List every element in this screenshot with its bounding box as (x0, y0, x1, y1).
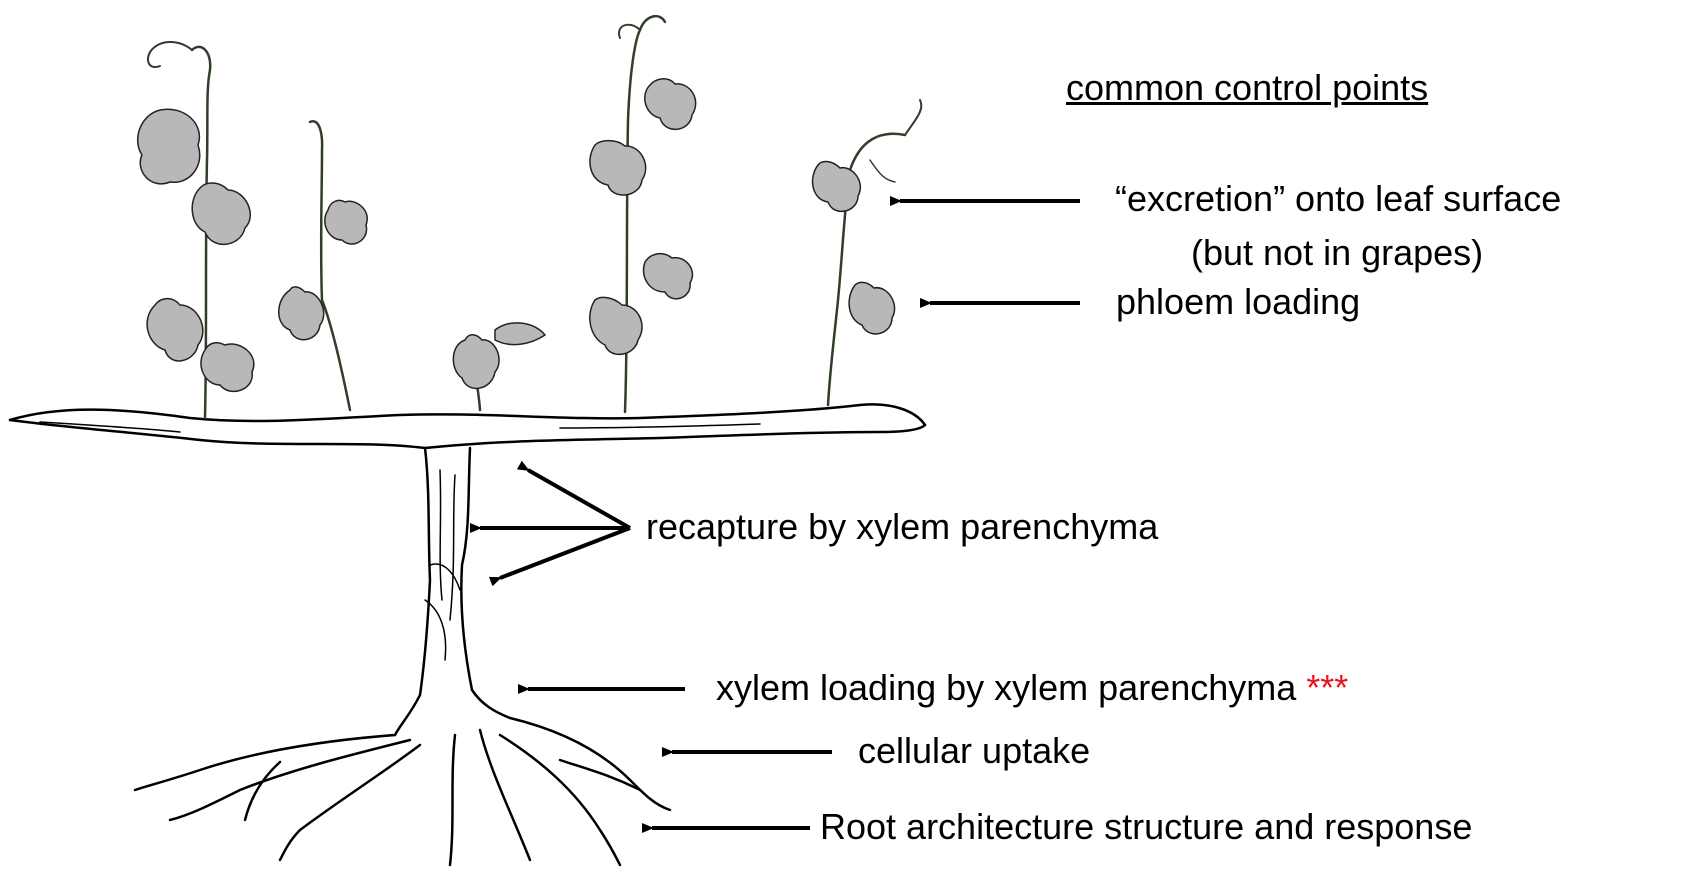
shoot-2 (310, 121, 350, 410)
leaf (147, 299, 203, 361)
label-root-architecture: Root architecture structure and response (820, 806, 1472, 848)
leaf (192, 183, 250, 244)
arrow-recapture-lower (500, 528, 630, 578)
arrow-recapture-upper (528, 470, 630, 528)
leaf (590, 297, 642, 354)
label-recapture: recapture by xylem parenchyma (646, 506, 1158, 548)
cordon-top-edge (10, 404, 925, 425)
leaf (495, 323, 545, 345)
trunk-left-edge (395, 448, 430, 735)
label-cellular-uptake: cellular uptake (858, 730, 1090, 772)
cordon-bottom-edge (10, 420, 925, 448)
leaf (325, 200, 367, 244)
label-xylem-loading-mark: *** (1306, 667, 1348, 708)
heading-common-control-points: common control points (1066, 67, 1428, 109)
vine-illustration (10, 404, 925, 865)
leaf (813, 162, 861, 212)
leaf (645, 79, 696, 130)
leaf (590, 141, 646, 195)
label-phloem-loading: phloem loading (1116, 281, 1360, 323)
leaf (849, 282, 894, 334)
leaf (279, 287, 324, 340)
leaf (644, 254, 693, 299)
leaves (138, 79, 895, 392)
label-xylem-loading: xylem loading by xylem parenchyma *** (716, 667, 1348, 709)
shoots (148, 16, 921, 418)
label-excretion-note: (but not in grapes) (1191, 232, 1483, 274)
leaf (453, 335, 499, 389)
root-right-long (510, 718, 670, 810)
leaf (138, 109, 200, 184)
leaf (201, 343, 254, 392)
label-xylem-loading-text: xylem loading by xylem parenchyma (716, 667, 1296, 708)
trunk-right-edge (461, 448, 510, 718)
label-excretion: “excretion” onto leaf surface (1115, 178, 1561, 220)
shoot-4 (625, 16, 665, 412)
